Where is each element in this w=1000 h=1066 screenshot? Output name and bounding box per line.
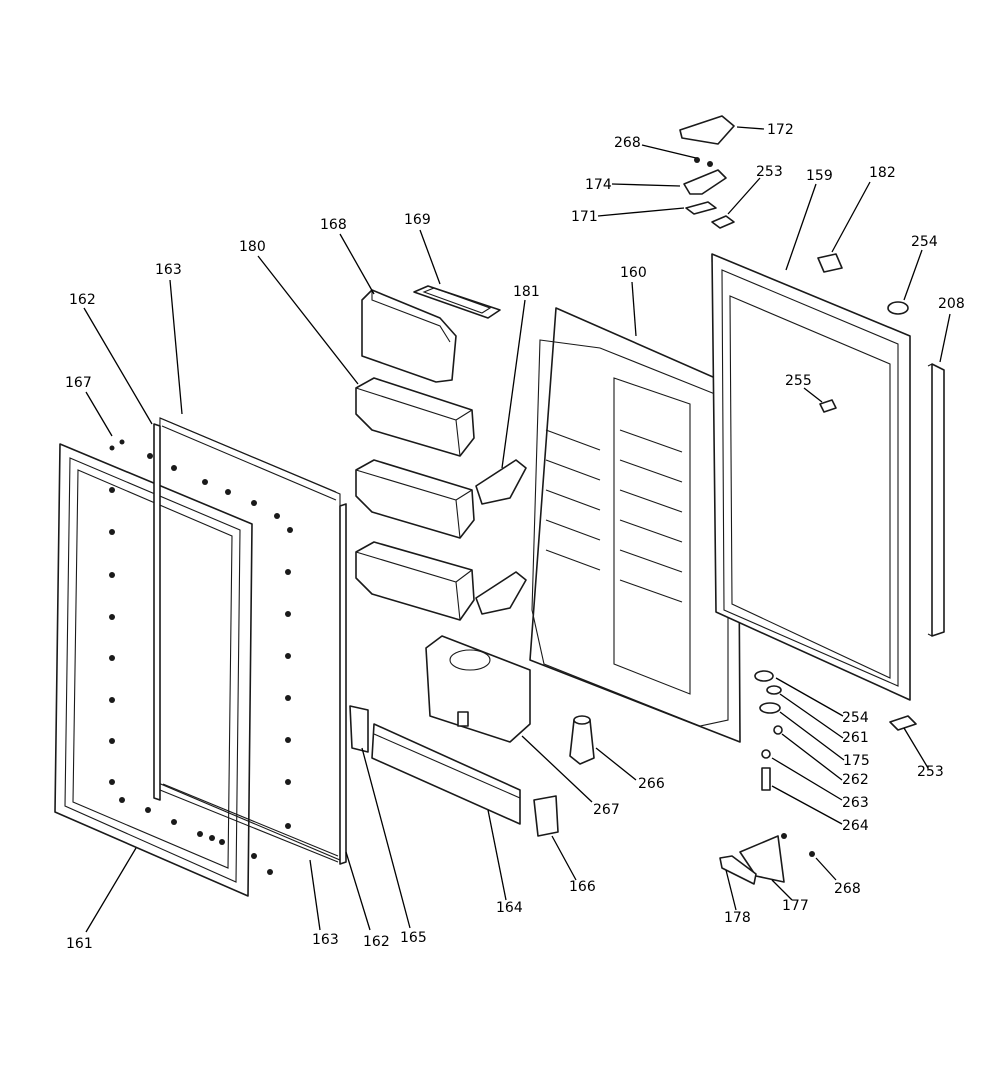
callout-268-bottom: 268 [834, 881, 861, 897]
callout-169: 169 [404, 212, 431, 228]
dispenser-housing-part [425, 635, 531, 743]
top-hinge-part [683, 157, 727, 195]
callout-261: 261 [842, 730, 869, 746]
callout-171: 171 [571, 209, 598, 225]
door-screw-holes [109, 439, 293, 875]
door-bin-lower [355, 541, 475, 621]
callout-254-top: 254 [911, 234, 938, 250]
callout-263: 263 [842, 795, 869, 811]
bottom-hardware-part [754, 670, 917, 791]
callout-162-bottom: 162 [363, 934, 390, 950]
hinge-cover-part [679, 115, 735, 145]
callout-164: 164 [496, 900, 523, 916]
callout-253-bottom: 253 [917, 764, 944, 780]
callout-168: 168 [320, 217, 347, 233]
callout-266: 266 [638, 776, 665, 792]
callout-255: 255 [785, 373, 812, 389]
top-door-stop-part [887, 301, 909, 315]
callout-254-bottom: 254 [842, 710, 869, 726]
callout-163-top: 163 [155, 262, 182, 278]
callout-268-top: 268 [614, 135, 641, 151]
bracket-166-part [533, 795, 559, 837]
label-part [817, 253, 843, 273]
callout-208: 208 [938, 296, 965, 312]
callout-267: 267 [593, 802, 620, 818]
callout-262: 262 [842, 772, 869, 788]
callout-167: 167 [65, 375, 92, 391]
liner-ribs [545, 429, 683, 603]
callout-178: 178 [724, 910, 751, 926]
callout-180: 180 [239, 239, 266, 255]
callout-161: 161 [66, 936, 93, 952]
callout-253-top: 253 [756, 164, 783, 180]
filter-cartridge-part [569, 715, 595, 765]
hinge-shim-part [685, 201, 717, 215]
callout-160: 160 [620, 265, 647, 281]
callout-labels: 172 268 174 253 171 159 182 254 208 255 … [65, 122, 965, 952]
hinge-bushing-part [711, 215, 735, 229]
outer-door-part [711, 253, 911, 701]
leader-lines [83, 126, 951, 933]
callout-165: 165 [400, 930, 427, 946]
screw-255-part [819, 399, 837, 413]
bracket-165-part [349, 705, 369, 753]
callout-163-bottom: 163 [312, 932, 339, 948]
callout-174: 174 [585, 177, 612, 193]
callout-175: 175 [843, 753, 870, 769]
callout-162-top: 162 [69, 292, 96, 308]
side-strip-part [153, 423, 347, 865]
door-liner-part [529, 307, 741, 743]
trim-strip-part [371, 723, 521, 825]
bottom-hinge-part [719, 833, 815, 885]
callout-172: 172 [767, 122, 794, 138]
door-handle-part [927, 363, 945, 637]
callout-177: 177 [782, 898, 809, 914]
callout-264: 264 [842, 818, 869, 834]
callout-182: 182 [869, 165, 896, 181]
callout-181: 181 [513, 284, 540, 300]
door-bin-middle [355, 459, 475, 539]
callout-159: 159 [806, 168, 833, 184]
bin-support-part [475, 459, 527, 615]
dairy-door-part [361, 289, 457, 383]
door-bin-upper [355, 377, 475, 457]
callout-166: 166 [569, 879, 596, 895]
dairy-insert-part [413, 285, 501, 319]
